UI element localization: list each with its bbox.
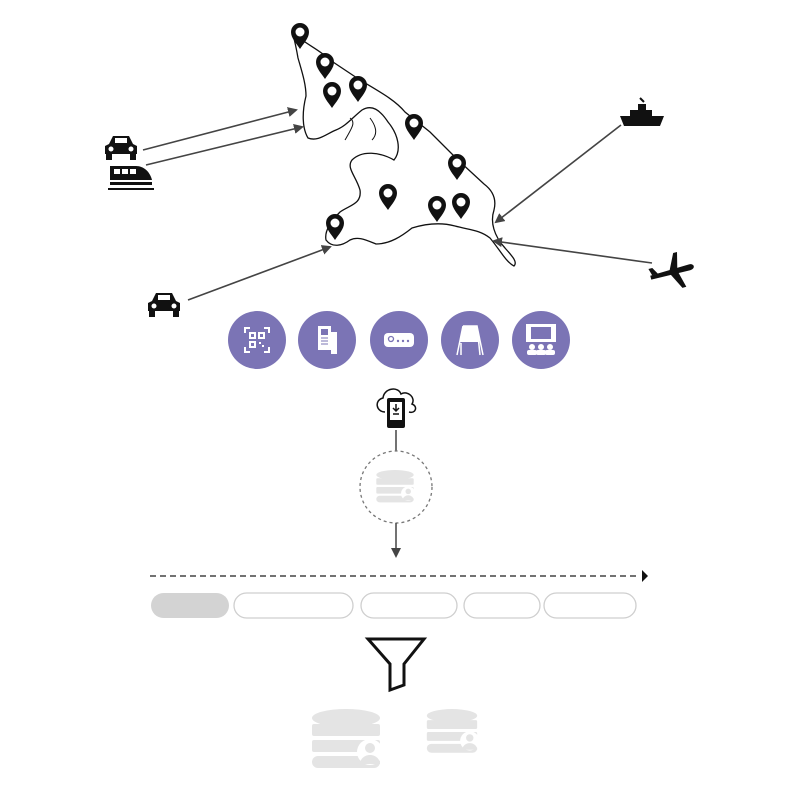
map-pin-icon[interactable] bbox=[428, 196, 446, 222]
car-icon bbox=[148, 293, 180, 317]
car-icon bbox=[105, 136, 137, 160]
timeline-segment[interactable] bbox=[233, 592, 354, 619]
ship-icon bbox=[620, 97, 664, 126]
train-arrow bbox=[145, 124, 304, 166]
island-inner-coast bbox=[344, 117, 377, 141]
timeline-arrowhead bbox=[642, 570, 648, 582]
map-pin-icon[interactable] bbox=[326, 214, 344, 240]
car-arrow bbox=[187, 245, 332, 301]
search-bar-icon[interactable] bbox=[370, 311, 428, 369]
plane-arrow bbox=[492, 237, 653, 264]
timeline-segment-active[interactable] bbox=[151, 593, 229, 618]
map-pin-icon[interactable] bbox=[323, 82, 341, 108]
map-pins bbox=[291, 23, 470, 240]
map-pin-icon[interactable] bbox=[349, 76, 367, 102]
arrival-arrows bbox=[142, 107, 653, 301]
timeline-segments bbox=[151, 592, 637, 619]
funnel-icon bbox=[364, 637, 428, 693]
channel-icons bbox=[228, 311, 570, 369]
ship-arrow bbox=[494, 124, 622, 224]
map-pin-icon[interactable] bbox=[405, 114, 423, 140]
map-pin-icon[interactable] bbox=[316, 53, 334, 79]
user-database-icon bbox=[312, 709, 383, 768]
timeline-segment[interactable] bbox=[543, 592, 637, 619]
qr-code-icon[interactable] bbox=[228, 311, 286, 369]
map-pin-icon[interactable] bbox=[379, 184, 397, 210]
timeline-segment[interactable] bbox=[360, 592, 458, 619]
cloud-tablet-download-icon bbox=[376, 388, 417, 428]
cinema-screen-icon[interactable] bbox=[512, 311, 570, 369]
signboard-icon[interactable] bbox=[441, 311, 499, 369]
airplane-icon bbox=[648, 252, 694, 288]
island-outline bbox=[291, 29, 516, 267]
brochure-icon[interactable] bbox=[298, 311, 356, 369]
timeline-segment[interactable] bbox=[463, 592, 541, 619]
user-database-icon bbox=[426, 709, 480, 753]
map-pin-icon[interactable] bbox=[291, 23, 309, 49]
train-icon bbox=[108, 166, 154, 190]
map-pin-icon[interactable] bbox=[448, 154, 466, 180]
car-arrow bbox=[142, 107, 298, 151]
user-database-icon bbox=[376, 469, 416, 503]
map-pin-icon[interactable] bbox=[452, 193, 470, 219]
